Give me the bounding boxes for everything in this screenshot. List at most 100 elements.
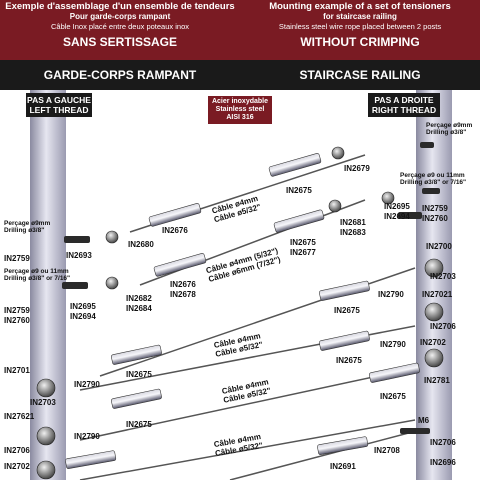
drilling-right-2a: Perçage ø9 ou 11mm <box>400 172 465 179</box>
stainless-steel-badge: Acier inoxydable Stainless steel AISI 31… <box>208 96 272 124</box>
fork-end <box>105 276 119 290</box>
code-text: IN2760 <box>422 214 448 223</box>
drilling-right-2b: Drilling ø3/8" or 7/16" <box>400 179 467 186</box>
code-in2702-l: IN2702 <box>4 462 30 471</box>
right-thread-fr: PAS A DROITE <box>374 95 434 105</box>
fr-title: Exemple d'assemblage d'un ensemble de te… <box>5 1 235 12</box>
tensioner-barrel <box>148 203 202 227</box>
post-plug <box>422 188 440 194</box>
code-in2676-a: IN2676 <box>162 226 188 235</box>
code-text: IN2683 <box>340 228 366 237</box>
left-thread-fr: PAS A GAUCHE <box>27 95 91 105</box>
code-m6: M6 <box>418 416 430 425</box>
code-in2675-e: IN2675 <box>336 356 362 365</box>
code-in2703-l: IN2703 <box>30 398 56 407</box>
header-banner: Exemple d'assemblage d'un ensemble de te… <box>0 0 480 60</box>
code-in2693: IN2693 <box>66 251 92 260</box>
code-in2706-r: IN2706 <box>430 322 456 331</box>
drilling-left-1a: Perçage ø9mm <box>4 220 51 227</box>
cable-line <box>79 419 416 480</box>
wall-knob <box>36 460 56 480</box>
drilling-right-2: Perçage ø9 ou 11mm Drilling ø3/8" or 7/1… <box>400 172 466 186</box>
code-text: IN2694 <box>70 312 96 321</box>
band-en: STAIRCASE RAILING <box>299 68 421 82</box>
wall-knob <box>36 378 56 398</box>
code-text: IN2677 <box>290 248 316 257</box>
drilling-left-2a: Perçage ø9 ou 11mm <box>4 268 69 275</box>
right-post <box>416 90 452 480</box>
code-text: IN2694 <box>384 212 410 221</box>
code-in2702-r: IN2702 <box>420 338 446 347</box>
fr-big: SANS SERTISSAGE <box>62 35 178 49</box>
right-thread-en: RIGHT THREAD <box>371 105 437 115</box>
post-plug <box>64 236 90 243</box>
en-sub2: Stainless steel wire rope placed between… <box>278 22 442 31</box>
fork-end <box>331 146 345 160</box>
code-in2701: IN2701 <box>4 366 30 375</box>
code-text: IN2678 <box>170 290 196 299</box>
ss-line1: Acier inoxydable <box>211 98 269 105</box>
fork-end <box>328 199 342 213</box>
code-text: IN2682 <box>126 294 152 303</box>
post-plug <box>62 282 88 289</box>
tensioner-barrel <box>268 153 322 177</box>
wall-knob <box>424 348 444 368</box>
code-in2675-c: IN2675 <box>334 306 360 315</box>
fork-end <box>381 191 395 205</box>
wall-knob <box>424 302 444 322</box>
code-in2700: IN2700 <box>426 242 452 251</box>
drilling-right-1b: Drilling ø3/8" <box>426 129 467 136</box>
code-text: IN2760 <box>4 316 30 325</box>
tensioner-barrel <box>369 362 420 383</box>
wall-knob <box>36 426 56 446</box>
wall-knob <box>424 258 444 278</box>
code-in2790-a: IN2790 <box>378 290 404 299</box>
en-sub1: for staircase railing <box>323 12 397 21</box>
cable-line <box>229 429 421 480</box>
code-text: IN2681 <box>340 218 366 227</box>
header-french: Exemple d'assemblage d'un ensemble de te… <box>2 2 238 49</box>
cable-line <box>79 367 416 441</box>
code-in2679: IN2679 <box>344 164 370 173</box>
tensioner-barrel <box>273 209 325 233</box>
code-in2790-c: IN2790 <box>380 340 406 349</box>
post-plug <box>420 142 434 148</box>
code-in2675-a: IN2675 <box>286 186 312 195</box>
code-in2706-l: IN2706 <box>4 446 30 455</box>
code-in2759-l2: IN2759 <box>4 254 30 263</box>
code-text: IN2759 <box>4 306 30 315</box>
code-text: IN2675 <box>290 238 316 247</box>
tensioner-barrel <box>153 253 207 277</box>
en-title: Mounting example of a set of tensioners <box>269 1 451 12</box>
code-text: IN2759 <box>422 204 448 213</box>
code-text: IN2684 <box>126 304 152 313</box>
left-thread-label: PAS A GAUCHE LEFT THREAD <box>26 93 92 117</box>
tensioner-barrel <box>319 280 370 301</box>
code-in2675-g: IN2675 <box>380 392 406 401</box>
en-big: WITHOUT CRIMPING <box>300 35 420 49</box>
code-in2691: IN2691 <box>330 462 356 471</box>
ss-line2: Stainless steel <box>215 106 265 113</box>
drilling-left-1b: Drilling ø3/8" <box>4 227 45 234</box>
band-fr: GARDE-CORPS RAMPANT <box>43 68 197 82</box>
code-in2706-r2: IN2706 <box>430 438 456 447</box>
code-in2675-f: IN2675 <box>126 420 152 429</box>
code-in27021-r: IN27021 <box>422 290 453 299</box>
tensioner-barrel <box>111 388 162 409</box>
post-plug <box>398 212 422 219</box>
post-plug <box>400 428 430 434</box>
tensioner-barrel <box>65 450 117 469</box>
left-post <box>30 90 66 480</box>
code-in2790-b: IN2790 <box>74 380 100 389</box>
code-text: IN2695 <box>384 202 410 211</box>
fork-end <box>105 230 119 244</box>
tensioner-barrel <box>317 436 369 455</box>
fr-sub1: Pour garde-corps rampant <box>69 12 171 21</box>
